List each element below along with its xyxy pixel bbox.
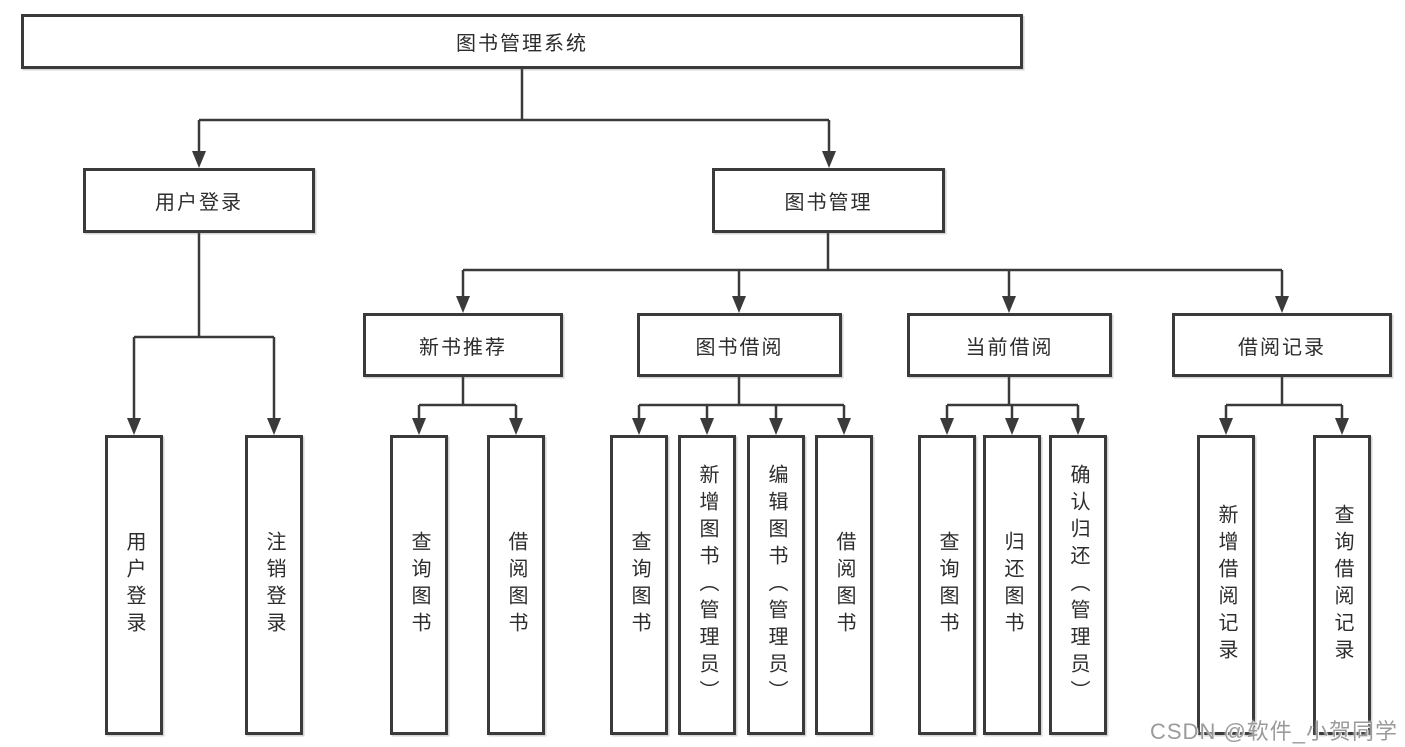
leaf-recommend-borrow-books: 借阅图书 (487, 435, 545, 735)
node-user-login-label: 用户登录 (155, 192, 243, 214)
node-current-borrow-label: 当前借阅 (965, 336, 1054, 359)
leaf-return-books-label: 归还图书 (1001, 531, 1023, 639)
leaf-borrow-books: 借阅图书 (815, 435, 873, 735)
node-book-management: 图书管理 (712, 168, 945, 233)
leaf-add-books-admin-label: 新增图书（管理员） (696, 463, 718, 707)
leaf-user-login-label: 用户登录 (123, 531, 145, 639)
leaf-borrow-books-label: 借阅图书 (833, 531, 855, 639)
leaf-current-query-books-label: 查询图书 (936, 531, 958, 639)
leaf-recommend-borrow-books-label: 借阅图书 (505, 531, 527, 639)
leaf-query-borrow-record: 查询借阅记录 (1313, 435, 1371, 735)
leaf-logout: 注销登录 (245, 435, 303, 735)
node-root-label: 图书管理系统 (456, 33, 588, 55)
leaf-recommend-query-books-label: 查询图书 (408, 531, 430, 639)
leaf-add-books-admin: 新增图书（管理员） (678, 435, 736, 735)
leaf-current-query-books: 查询图书 (918, 435, 976, 735)
node-book-borrow-label: 图书借阅 (695, 336, 784, 359)
csdn-watermark: CSDN @软件_小贺同学 (1150, 719, 1399, 744)
node-user-login: 用户登录 (83, 168, 315, 233)
node-root-system: 图书管理系统 (21, 14, 1023, 69)
leaf-confirm-return-admin: 确认归还（管理员） (1049, 435, 1107, 735)
node-book-management-label: 图书管理 (784, 192, 873, 214)
node-borrow-records: 借阅记录 (1172, 313, 1392, 377)
leaf-add-borrow-record-label: 新增借阅记录 (1215, 504, 1237, 666)
node-book-borrow: 图书借阅 (637, 313, 842, 377)
leaf-logout-label: 注销登录 (263, 531, 285, 639)
leaf-edit-books-admin-label: 编辑图书（管理员） (765, 463, 787, 707)
leaf-confirm-return-admin-label: 确认归还（管理员） (1067, 463, 1089, 707)
leaf-edit-books-admin: 编辑图书（管理员） (747, 435, 805, 735)
node-borrow-records-label: 借阅记录 (1238, 336, 1326, 359)
leaf-user-login: 用户登录 (105, 435, 163, 735)
node-new-book-recommend-label: 新书推荐 (419, 336, 507, 359)
leaf-recommend-query-books: 查询图书 (390, 435, 448, 735)
leaf-borrow-query-books-label: 查询图书 (628, 531, 650, 639)
node-new-book-recommend: 新书推荐 (363, 313, 563, 377)
leaf-add-borrow-record: 新增借阅记录 (1197, 435, 1255, 735)
arrowhead-icons (127, 151, 1349, 435)
node-current-borrow: 当前借阅 (907, 313, 1112, 377)
leaf-return-books: 归还图书 (983, 435, 1041, 735)
leaf-query-borrow-record-label: 查询借阅记录 (1331, 504, 1353, 666)
leaf-borrow-query-books: 查询图书 (610, 435, 668, 735)
